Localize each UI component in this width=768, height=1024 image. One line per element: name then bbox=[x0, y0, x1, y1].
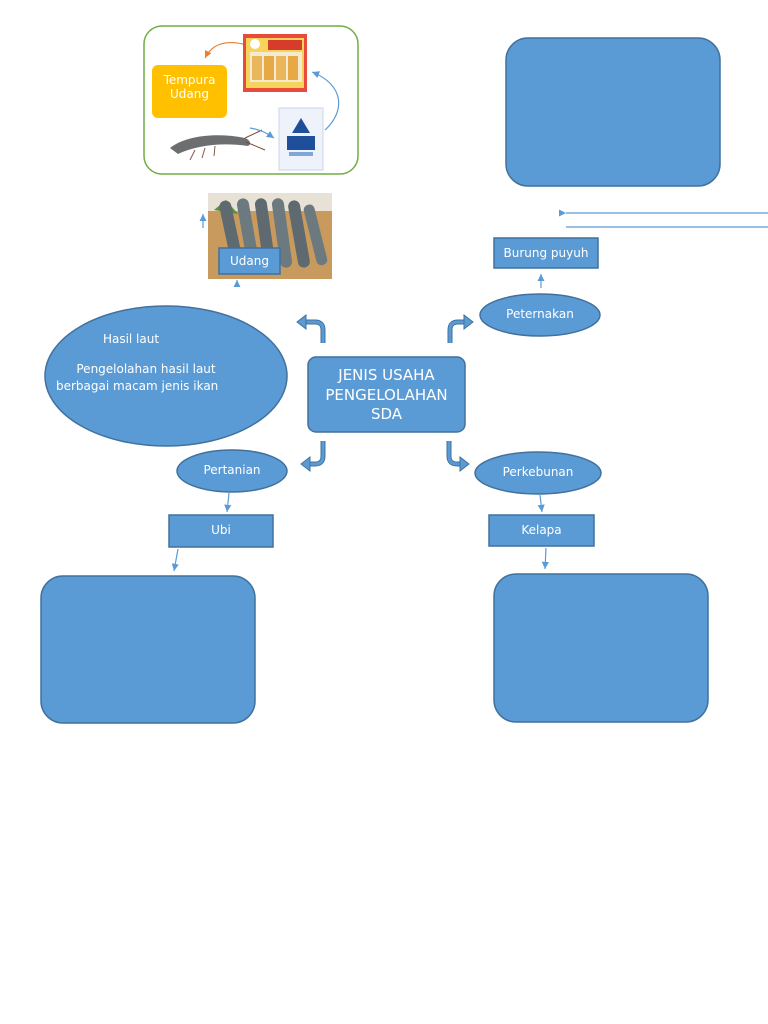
arrow-flour-to-package bbox=[311, 71, 340, 131]
hasil-laut-oval bbox=[44, 305, 288, 447]
udang-label: Udang bbox=[230, 254, 269, 268]
pertanian-label: Pertanian bbox=[203, 463, 261, 477]
tempura-label: Tempura Udang bbox=[152, 73, 227, 102]
udang-box bbox=[218, 247, 281, 275]
empty-box-top-right bbox=[505, 37, 721, 187]
center-title-line3: SDA bbox=[370, 405, 403, 423]
hasil-laut-body-line2: berbagai macam jenis ikan bbox=[56, 379, 219, 394]
shrimp-picture bbox=[170, 129, 266, 161]
perkebunan-label: Perkebunan bbox=[502, 465, 574, 479]
arrow-ubi-down bbox=[171, 548, 179, 572]
empty-box-bottom-left bbox=[40, 575, 256, 724]
burung-puyuh-box bbox=[493, 237, 599, 269]
tempura-udang-box bbox=[152, 65, 227, 118]
tempura-label-line1: Tempura bbox=[163, 73, 216, 87]
center-title-line1: JENIS USAHA bbox=[338, 366, 435, 384]
arrow-shrimp-to-flour bbox=[249, 127, 275, 139]
burung-puyuh-label: Burung puyuh bbox=[503, 246, 589, 260]
tempura-package-picture bbox=[243, 34, 307, 92]
center-box bbox=[307, 356, 466, 433]
arrow-to-tempura bbox=[204, 41, 244, 59]
peternakan-label: Peternakan bbox=[506, 307, 574, 321]
hasil-laut-title: Hasil laut bbox=[102, 332, 160, 346]
arrow-pertanian-to-ubi bbox=[224, 492, 232, 513]
flour-bag-picture bbox=[278, 107, 324, 171]
tempura-label-line2: Udang bbox=[170, 87, 209, 102]
kelapa-label: Kelapa bbox=[521, 523, 562, 537]
hasil-laut-body: Pengelolahan hasil laut berbagai macam j… bbox=[46, 361, 246, 396]
center-title: JENIS USAHA PENGELOLAHAN SDA bbox=[308, 366, 465, 425]
arrow-kelapa-down bbox=[541, 547, 549, 570]
pertanian-oval bbox=[176, 449, 288, 493]
hasil-laut-body-line1: Pengelolahan hasil laut bbox=[76, 362, 216, 376]
empty-box-bottom-right bbox=[493, 573, 709, 723]
center-title-line2: PENGELOLAHAN bbox=[325, 385, 448, 404]
ubi-box bbox=[168, 514, 274, 548]
ubi-label: Ubi bbox=[211, 523, 231, 537]
perkebunan-oval bbox=[474, 451, 602, 495]
arrow-perkebunan-to-kelapa bbox=[537, 494, 545, 513]
peternakan-oval bbox=[479, 293, 601, 337]
kelapa-box bbox=[488, 514, 595, 547]
